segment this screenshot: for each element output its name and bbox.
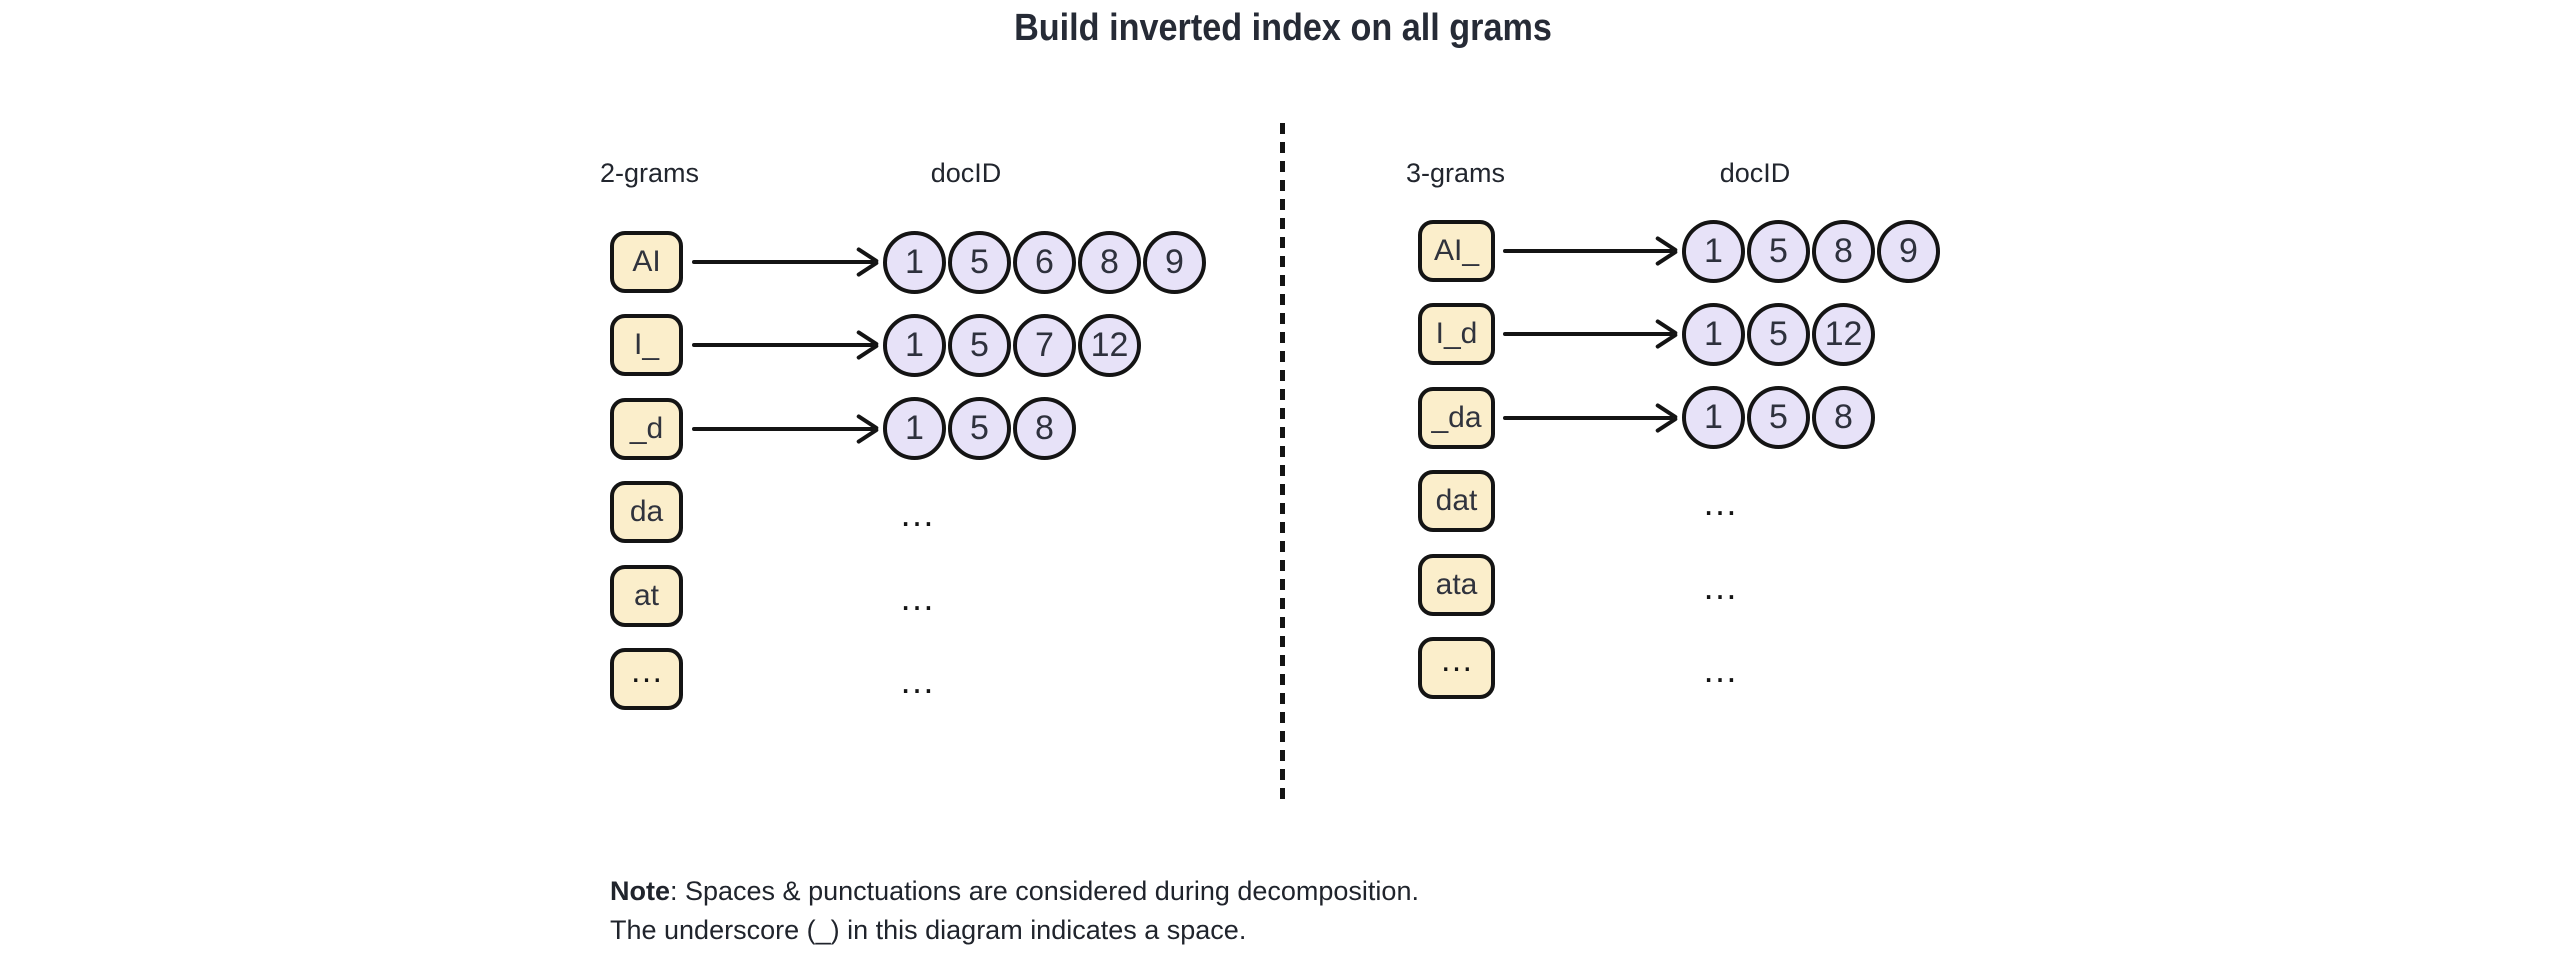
note-text: Note: Spaces & punctuations are consider… — [610, 872, 1419, 950]
docid-circle: 5 — [1747, 386, 1810, 450]
ellipsis: … — [1702, 649, 1738, 690]
docid-circle: 9 — [1143, 230, 1206, 294]
docid-value: 8 — [1035, 409, 1054, 448]
dashed-divider — [1280, 123, 1285, 806]
ellipsis: … — [1702, 482, 1738, 524]
gram-box: I_d — [1418, 303, 1495, 366]
ellipsis: … — [899, 493, 935, 535]
docid-circle: 12 — [1078, 313, 1141, 377]
docid-value: 1 — [905, 242, 924, 281]
docid-circle: 9 — [1877, 219, 1940, 283]
gram-box: … — [610, 648, 683, 710]
docid-value: 1 — [1704, 231, 1723, 270]
gram-box: _d — [610, 397, 683, 460]
docid-circle: 8 — [1812, 386, 1875, 450]
docid-column-header: docID — [1719, 158, 1791, 188]
arrow-shaft — [1503, 415, 1673, 420]
docid-value: 9 — [1165, 242, 1184, 281]
docid-value: 5 — [1769, 314, 1788, 353]
docid-value: 7 — [1035, 325, 1054, 364]
gram-box: … — [1418, 637, 1495, 699]
docid-circle: 5 — [948, 397, 1011, 461]
docid-value: 8 — [1834, 398, 1853, 437]
docid-value: 6 — [1035, 242, 1054, 281]
docid-value: 5 — [970, 409, 989, 448]
gram-box: I_ — [610, 314, 683, 377]
gram-box-label: … — [1439, 641, 1474, 679]
docid-value: 1 — [905, 409, 924, 448]
gram-box: at — [610, 564, 683, 627]
gram-box: dat — [1418, 470, 1495, 533]
gram-box: ata — [1418, 553, 1495, 616]
docid-value: 8 — [1100, 242, 1119, 281]
gram-box-label: at — [633, 578, 660, 612]
docid-value: 5 — [1769, 231, 1788, 270]
gram-box-label: … — [629, 652, 664, 690]
gram-box-label: I_d — [1435, 317, 1478, 351]
docid-value: 12 — [1824, 314, 1863, 353]
gram-box-label: ata — [1435, 567, 1478, 601]
docid-circle: 1 — [1682, 219, 1745, 283]
docid-circle: 7 — [1013, 313, 1076, 377]
gram-box-label: I_ — [633, 328, 660, 362]
docid-circle: 1 — [883, 313, 946, 377]
docid-list: 1 5 8 — [1682, 386, 1875, 450]
docid-value: 9 — [1899, 231, 1918, 270]
arrow-shaft — [692, 343, 874, 348]
note-line-1: Note: Spaces & punctuations are consider… — [610, 876, 1419, 906]
docid-value: 5 — [970, 325, 989, 364]
docid-value: 1 — [905, 325, 924, 364]
docid-list: 1 5 7 12 — [883, 313, 1141, 377]
note-line-2: The underscore (_) in this diagram indic… — [610, 915, 1247, 945]
ellipsis: … — [899, 660, 935, 701]
page-title: Build inverted index on all grams — [1014, 7, 1552, 49]
docid-circle: 1 — [883, 397, 946, 461]
docid-circle: 1 — [1682, 386, 1745, 450]
gram-box: AI — [610, 231, 683, 293]
docid-list: 1 5 8 — [883, 397, 1076, 461]
docid-list: 1 5 6 8 9 — [883, 230, 1206, 294]
gram-box-label: AI_ — [1433, 234, 1480, 267]
gram-box-label: _d — [629, 411, 664, 445]
docid-value: 5 — [970, 242, 989, 281]
docid-circle: 1 — [1682, 302, 1745, 366]
docid-circle: 8 — [1013, 397, 1076, 461]
docid-value: 8 — [1834, 231, 1853, 270]
docid-value: 1 — [1704, 398, 1723, 437]
arrow-shaft — [692, 260, 874, 264]
gram-column-header: 2-grams — [600, 158, 700, 188]
ellipsis: … — [899, 576, 935, 618]
gram-box: da — [610, 481, 683, 544]
docid-value: 1 — [1704, 314, 1723, 353]
docid-circle: 8 — [1078, 230, 1141, 294]
docid-circle: 5 — [1747, 302, 1810, 366]
arrow-shaft — [1503, 249, 1673, 253]
gram-column-header: 3-grams — [1406, 158, 1506, 188]
note-label: Note — [610, 876, 670, 906]
docid-circle: 6 — [1013, 230, 1076, 294]
gram-box: _da — [1418, 386, 1495, 449]
docid-column-header: docID — [930, 158, 1002, 188]
docid-circle: 1 — [883, 230, 946, 294]
docid-circle: 5 — [948, 230, 1011, 294]
gram-box-label: dat — [1435, 484, 1478, 518]
gram-box-label: AI — [632, 245, 661, 278]
arrow-shaft — [1503, 332, 1673, 337]
gram-box: AI_ — [1418, 220, 1495, 282]
docid-circle: 5 — [948, 313, 1011, 377]
docid-value: 5 — [1769, 398, 1788, 437]
docid-circle: 8 — [1812, 219, 1875, 283]
gram-box-label: _da — [1431, 400, 1482, 434]
docid-circle: 5 — [1747, 219, 1810, 283]
ellipsis: … — [1702, 565, 1738, 607]
gram-box-label: da — [629, 495, 664, 529]
docid-value: 12 — [1090, 325, 1129, 364]
docid-circle: 12 — [1812, 302, 1875, 366]
arrow-shaft — [692, 426, 874, 431]
